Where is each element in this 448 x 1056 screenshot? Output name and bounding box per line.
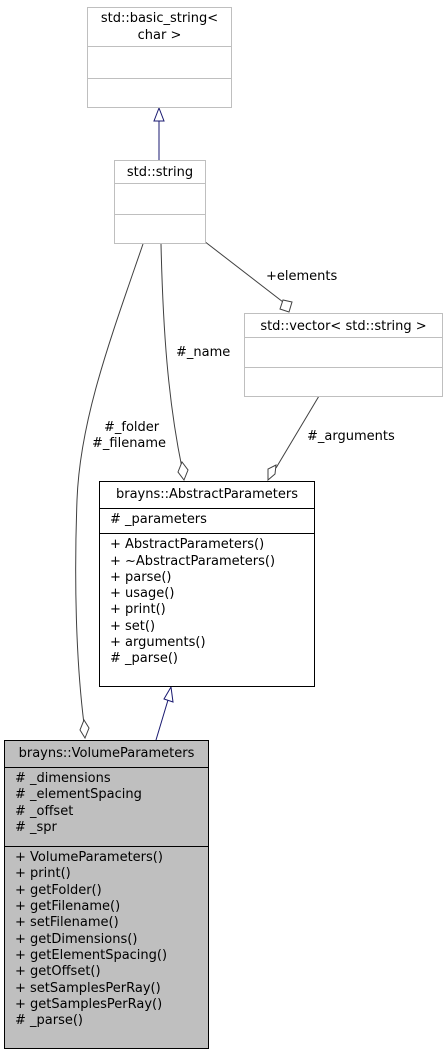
class-attributes: # _dimensions # _elementSpacing # _offse…	[5, 767, 208, 846]
edge-label-folder-filename: #_folder #_filename	[92, 420, 166, 452]
class-attributes	[88, 46, 231, 78]
attribute-row: # _spr	[15, 819, 57, 835]
class-methods: + AbstractParameters() + ~AbstractParame…	[100, 533, 314, 670]
method-row: + getElementSpacing()	[15, 947, 168, 963]
attribute-row: # _parameters	[110, 512, 207, 527]
edge-label-elements: +elements	[266, 269, 338, 284]
class-basic-string[interactable]: std::basic_string< char >	[87, 7, 232, 108]
edge-label-arguments: #_arguments	[307, 429, 395, 444]
method-row: + getDimensions()	[15, 931, 138, 947]
class-title: std::string	[126, 165, 194, 180]
method-row: + getOffset()	[15, 964, 101, 980]
class-methods: + VolumeParameters() + print() + getFold…	[5, 846, 208, 1032]
inheritance-arrowhead	[163, 685, 174, 703]
class-string[interactable]: std::string	[114, 160, 206, 244]
inheritance-edge-volume	[155, 699, 169, 741]
class-attributes	[115, 183, 205, 214]
association-edge-elements	[203, 240, 284, 303]
aggregation-diamond	[267, 464, 277, 482]
class-methods	[115, 214, 205, 240]
method-row: + getSamplesPerRay()	[15, 996, 163, 1012]
class-attributes: # _parameters	[100, 508, 314, 533]
method-row: + setSamplesPerRay()	[15, 980, 161, 996]
class-abstract-parameters[interactable]: brayns::AbstractParameters # _parameters…	[99, 481, 315, 687]
edge-label-filename: #_filename	[92, 436, 167, 451]
edge-label-name: #_name	[176, 345, 231, 360]
method-row: + ~AbstractParameters()	[110, 553, 276, 569]
method-row: # _parse()	[15, 1013, 84, 1029]
attribute-row: # _dimensions	[15, 771, 111, 786]
method-row: + getFilename()	[15, 899, 121, 915]
class-attributes	[245, 337, 442, 367]
method-row: + usage()	[110, 586, 175, 602]
attribute-row: # _offset	[15, 803, 74, 819]
method-row: # _parse()	[110, 651, 179, 667]
association-edge-arguments	[275, 395, 320, 469]
class-vector[interactable]: std::vector< std::string >	[244, 313, 443, 397]
method-row: + print()	[110, 602, 166, 618]
method-row: + setFilename()	[15, 915, 119, 931]
method-row: + VolumeParameters()	[15, 850, 163, 866]
method-row: + print()	[15, 866, 71, 882]
class-title: std::vector< std::string >	[260, 319, 427, 334]
method-row: + arguments()	[110, 635, 206, 651]
class-methods	[88, 78, 231, 109]
inheritance-arrowhead	[153, 106, 165, 122]
class-title: brayns::VolumeParameters	[18, 746, 195, 761]
class-methods	[245, 367, 442, 393]
aggregation-diamond	[79, 718, 90, 740]
class-volume-parameters[interactable]: brayns::VolumeParameters # _dimensions #…	[4, 740, 209, 1049]
attribute-row: # _elementSpacing	[15, 787, 142, 803]
class-title: brayns::AbstractParameters	[115, 487, 298, 502]
aggregation-diamond	[279, 299, 293, 313]
class-title: std::basic_string< char >	[100, 11, 219, 43]
method-row: + set()	[110, 618, 156, 634]
aggregation-diamond	[177, 460, 189, 482]
method-row: + parse()	[110, 569, 172, 585]
association-edge-name	[160, 243, 183, 469]
method-row: + getFolder()	[15, 882, 102, 898]
association-edge-folder-filename	[75, 243, 144, 725]
method-row: + AbstractParameters()	[110, 537, 265, 553]
edge-label-folder: #_folder	[104, 420, 160, 435]
